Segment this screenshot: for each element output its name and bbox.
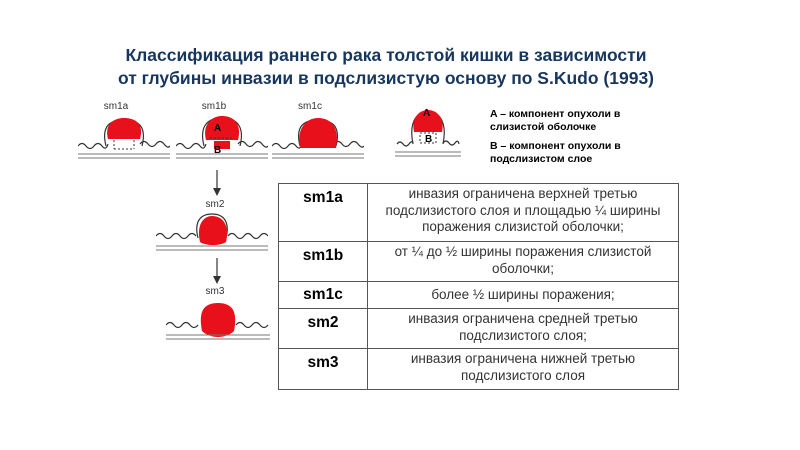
marker-b-sm1b: B	[214, 145, 222, 156]
stage-figure-sm1c	[272, 118, 364, 159]
table-row: sm1c более ½ ширины поражения;	[278, 281, 679, 309]
arrow-down-icon	[213, 258, 221, 284]
stage-figure-sm3	[166, 303, 270, 340]
stage-description-cell: инвазия ограничена средней третью подсли…	[367, 308, 679, 349]
stage-code-cell: sm1b	[278, 241, 368, 282]
stage-description-cell: инвазия ограничена верхней третью подсли…	[367, 183, 679, 242]
stage-code-cell: sm2	[278, 308, 368, 349]
stage-description-cell: более ½ ширины поражения;	[367, 281, 679, 309]
table-row: sm2 инвазия ограничена средней третью по…	[278, 308, 679, 349]
stage-label-sm3: sm3	[205, 286, 225, 297]
title-line-2: от глубины инвазии в подслизистую основу…	[117, 68, 655, 88]
stage-label-sm1a: sm1a	[103, 101, 129, 112]
legend-figure	[395, 110, 461, 157]
stage-label-sm1c: sm1c	[298, 101, 322, 112]
marker-a-legend: A	[423, 108, 431, 119]
stage-description-cell: инвазия ограничена нижней третью подслиз…	[367, 348, 679, 390]
stage-code-cell: sm1a	[278, 183, 368, 242]
stage-label-sm2: sm2	[205, 199, 225, 210]
stage-code-cell: sm1c	[278, 281, 368, 309]
table-row: sm3 инвазия ограничена нижней третью под…	[278, 348, 679, 390]
table-row: sm1b от ¼ до ½ ширины поражения слизисто…	[278, 241, 679, 282]
table-row: sm1a инвазия ограничена верхней третью п…	[278, 183, 679, 242]
marker-b-legend: B	[425, 134, 433, 145]
classification-table: sm1a инвазия ограничена верхней третью п…	[278, 183, 679, 390]
page-title: Классификация раннего рака толстой кишки…	[0, 44, 772, 90]
title-line-1: Классификация раннего рака толстой кишки…	[125, 45, 647, 65]
stage-code-cell: sm3	[278, 348, 368, 390]
legend-b-text: B – компонент опухоли в подслизистом сло…	[490, 140, 621, 165]
stage-figure-sm1b	[176, 116, 268, 159]
stage-figure-sm1a	[78, 118, 170, 159]
stage-description-cell: от ¼ до ½ ширины поражения слизистой обо…	[367, 241, 679, 282]
stage-label-sm1b: sm1b	[201, 101, 227, 112]
stage-figure-sm2	[156, 213, 268, 251]
arrow-down-icon	[213, 170, 221, 196]
marker-a-sm1b: A	[214, 123, 222, 134]
legend-a-text: A – компонент опухоли в слизистой оболоч…	[490, 108, 621, 133]
